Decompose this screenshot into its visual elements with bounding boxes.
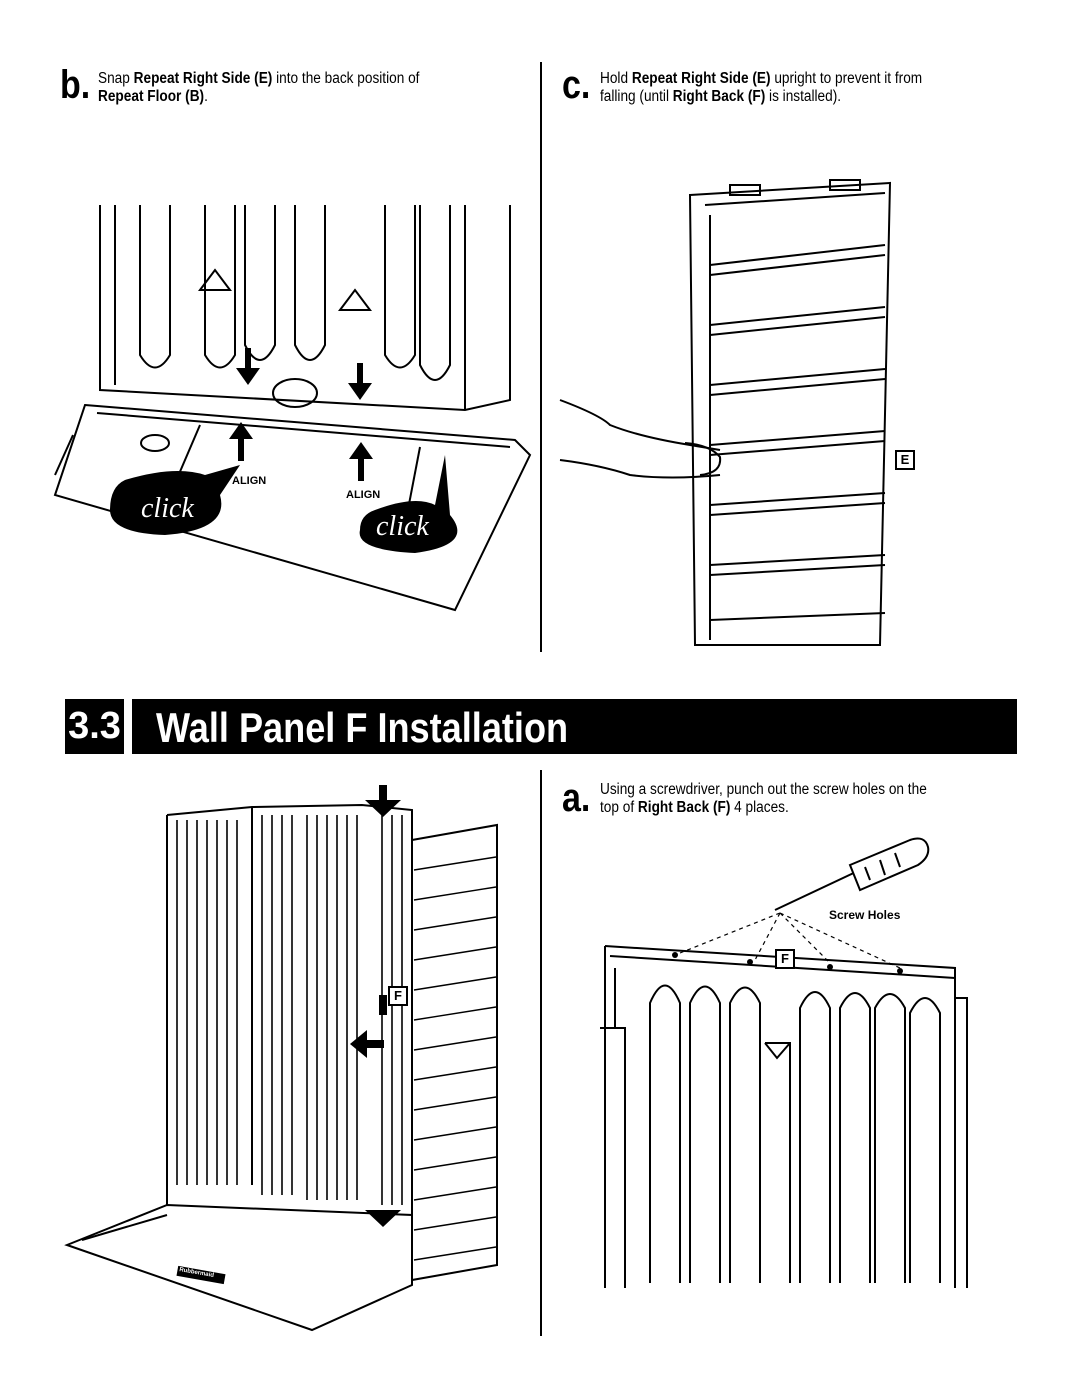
step-b-text-2: into the back position of [272,70,420,87]
step-c-letter: c. [562,63,591,107]
callout-f-right: F [775,949,795,969]
click-label-right: click [376,511,429,542]
step-a-text-1: Using a screwdriver, punch out the screw… [600,781,927,798]
step-c-instruction: Hold Repeat Right Side (E) upright to pr… [600,70,922,106]
screwdriver-illustration [774,837,930,911]
align-label-left: ALIGN [232,475,267,487]
step-a-instruction: Using a screwdriver, punch out the screw… [600,781,927,817]
shed-assembly-illustration [64,785,498,1332]
step-b-bold-1: Repeat Right Side (E) [133,70,273,87]
screw-holes-label: Screw Holes [829,908,901,922]
panel-f-illustration [600,912,968,1288]
section-number: 3.3 [65,699,132,754]
step-c-text-4: is installed). [765,88,842,105]
align-label-right: ALIGN [346,489,381,501]
step-c-text-2: upright to prevent it from [770,70,923,87]
section-title: Wall Panel F Installation [156,704,569,751]
step-b-letter: b. [60,63,91,107]
step-c-bold-1: Repeat Right Side (E) [631,70,771,87]
step-a-letter: a. [562,776,591,820]
step-c-bold-2: Right Back (F) [672,88,766,105]
step-c-text-3: falling (until [600,88,673,105]
step-c-text-1: Hold [600,70,632,87]
step-b-bold-2: Repeat Floor (B) [98,88,205,105]
step-a-text-2: top of [600,799,638,816]
figure-c-illustration [559,179,892,646]
step-b-instruction: Snap Repeat Right Side (E) into the back… [98,70,419,106]
bottom-column-divider [540,770,542,1336]
section-header-bar [65,699,1017,754]
step-a-bold-1: Right Back (F) [637,799,731,816]
click-label-left: click [141,493,194,524]
step-b-text-1: Snap [98,70,134,87]
figure-b-illustration [53,205,532,612]
callout-e: E [895,450,915,470]
step-a-text-3: 4 places. [730,799,789,816]
top-column-divider [540,62,542,652]
step-b-text-3: . [204,88,208,105]
callout-f-left: F [388,986,408,1006]
